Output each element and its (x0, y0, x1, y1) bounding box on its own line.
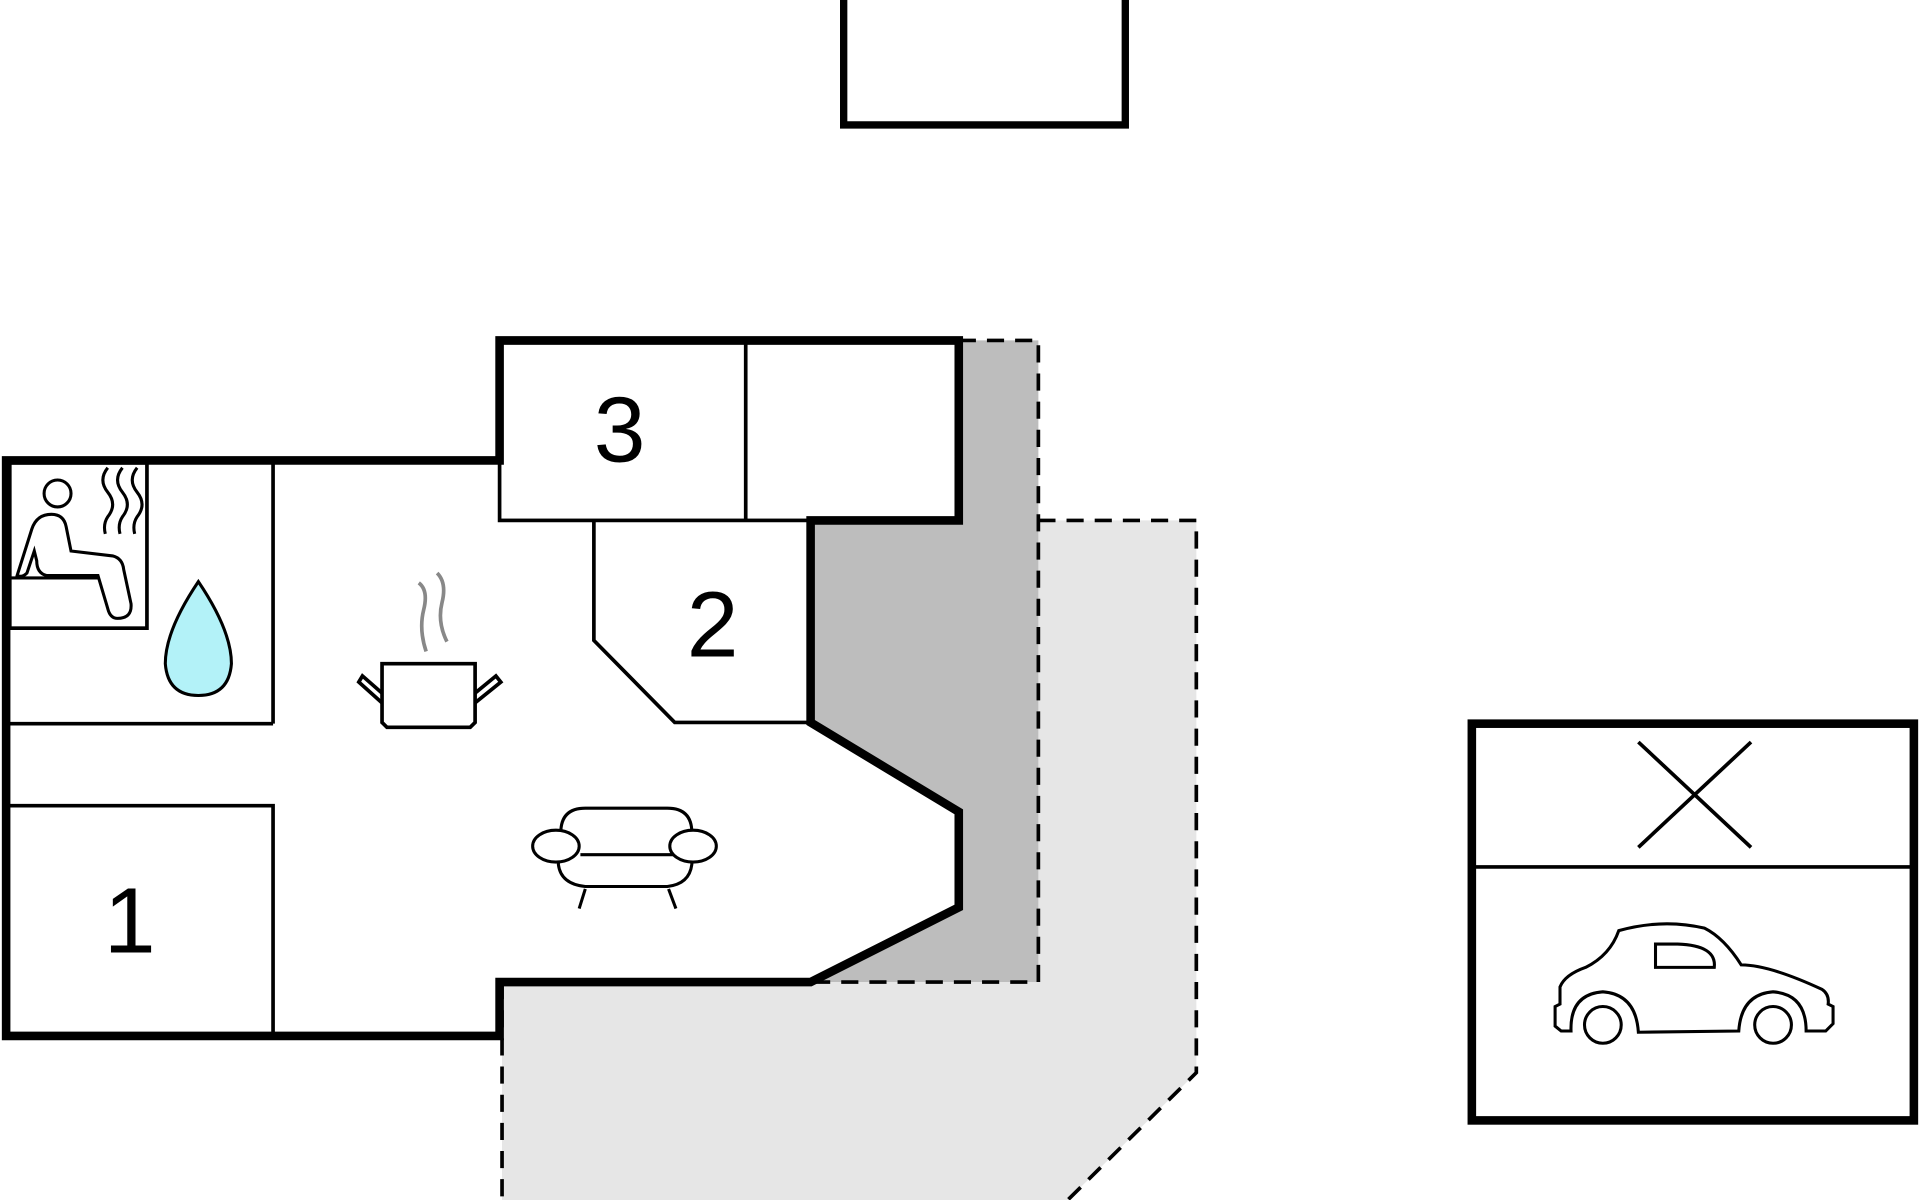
terrace-dark (810, 340, 1039, 983)
terrace-dark-border (810, 338, 1041, 984)
room-2-label: 2 (687, 572, 739, 676)
room-3-label: 3 (594, 378, 646, 482)
house-outline (1, 336, 964, 1041)
cross-icon (1637, 740, 1753, 849)
kitchen-pot-icon (356, 571, 504, 730)
room-1-label: 1 (104, 869, 156, 973)
terrace-light-border (1038, 518, 1199, 1200)
garage (1467, 719, 1919, 1125)
water-drop-icon (163, 578, 233, 698)
car-icon (1553, 922, 1835, 1045)
sofa-icon (531, 806, 718, 910)
terrace-light (502, 520, 1197, 1200)
outbuilding-top (840, 0, 1129, 129)
sauna-icon (9, 466, 144, 620)
